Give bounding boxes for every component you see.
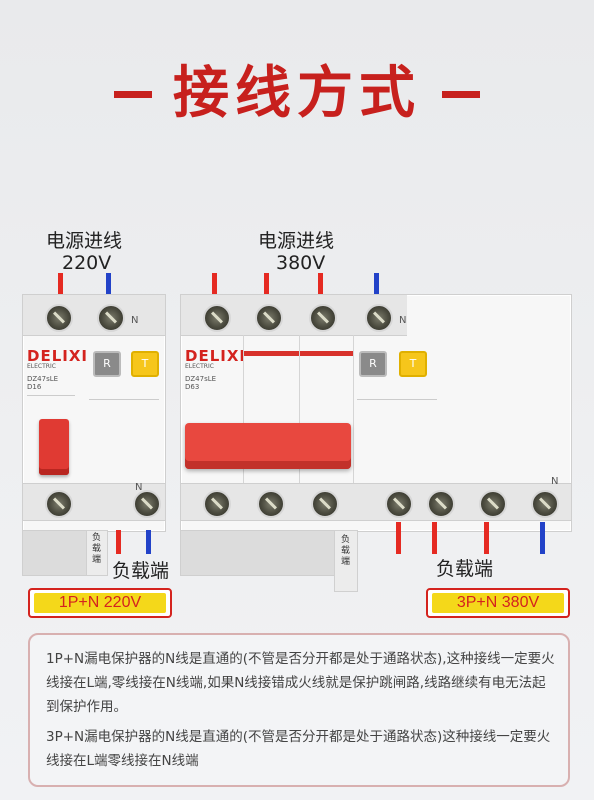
title-dash-left [114, 91, 152, 98]
right-voltage: 380V [276, 252, 326, 274]
left-bottom-n-mark: N [135, 482, 143, 493]
left-bottom-screw-l [45, 490, 73, 518]
right-top-screw-n [365, 304, 393, 332]
right-brand-sub: ELECTRIC [185, 363, 214, 370]
left-brand-logo: DELIXI [27, 347, 88, 365]
right-l2-wire-bottom [432, 522, 437, 554]
right-bottom-screw-l1 [203, 490, 231, 518]
right-load-tab: 负载端 [334, 530, 358, 592]
left-top-n-mark: N [131, 315, 139, 326]
left-neutral-wire-top [106, 273, 111, 295]
left-badge-text: 1P+N 220V [58, 594, 142, 611]
note-paragraph-2: 3P+N漏电保护器的N线是直通的(不管是否分开都是处于通路状态)这种接线一定要火… [46, 729, 551, 769]
right-bottom-screw-5 [427, 490, 455, 518]
right-pole-stripe-3 [299, 351, 353, 356]
note-paragraph-1: 1P+N漏电保护器的N线是直通的(不管是否分开都是处于通路状态),这种接线一定要… [46, 651, 555, 715]
right-bottom-screw-n [531, 490, 559, 518]
left-model: DZ47sLE [27, 375, 59, 383]
right-l3-wire-bottom [484, 522, 489, 554]
left-breaker: N DELIXI ELECTRIC DZ47sLE D16 R T N [22, 294, 166, 532]
right-l1-wire-top [212, 273, 217, 295]
right-l1-wire-bottom [396, 522, 401, 554]
page-title: 接线方式 [0, 60, 594, 130]
right-bottom-n-mark: N [551, 476, 559, 487]
right-top-screw-l3 [309, 304, 337, 332]
left-badge-fill [34, 593, 166, 613]
right-pole-divider-2 [299, 335, 300, 485]
right-top-screw-l1 [203, 304, 231, 332]
title-text: 接线方式 [173, 61, 421, 126]
right-load-base [180, 530, 336, 576]
left-live-wire-top [58, 273, 63, 295]
right-l3-wire-top [318, 273, 323, 295]
right-toggle-handle [185, 423, 351, 469]
right-input-label: 电源进线 [258, 230, 335, 252]
right-l2-wire-top [264, 273, 269, 295]
right-neutral-wire-bottom [540, 522, 545, 554]
left-brand-sub: ELECTRIC [27, 363, 56, 370]
left-top-screw-n [97, 304, 125, 332]
right-badge-text: 3P+N 380V [456, 594, 540, 611]
left-bottom-screw-n [133, 490, 161, 518]
right-load-tab-text: 负载端 [341, 535, 351, 567]
right-top-n-mark: N [399, 315, 407, 326]
left-top-screw-l [45, 304, 73, 332]
left-spec-badge: 1P+N 220V [28, 588, 172, 618]
left-load-tab: 负载端 [86, 530, 108, 576]
notes-box: 1P+N漏电保护器的N线是直通的(不管是否分开都是处于通路状态),这种接线一定要… [28, 633, 570, 787]
left-top-terminals: N [23, 295, 165, 336]
left-circuit-diagram [89, 399, 159, 450]
right-test-button: T [399, 351, 427, 377]
left-toggle-lever [39, 419, 69, 475]
left-load-tab-text: 负载端 [92, 533, 102, 565]
left-load-label: 负载端 [112, 560, 170, 582]
right-model: DZ47sLE [185, 375, 217, 383]
title-dash-right [442, 91, 480, 98]
right-pole-divider-1 [243, 335, 244, 485]
right-pole-divider-3 [353, 335, 354, 485]
left-voltage: 220V [62, 252, 112, 274]
right-pole-stripe-2 [243, 351, 299, 356]
right-top-screw-l2 [255, 304, 283, 332]
right-top-terminals: N [181, 295, 407, 336]
right-bottom-terminals: N [181, 476, 571, 521]
right-circuit-diagram [357, 399, 437, 450]
right-neutral-wire-top [374, 273, 379, 295]
right-bottom-screw-4 [385, 490, 413, 518]
left-load-base [22, 530, 88, 576]
right-rating: D63 [185, 383, 200, 391]
right-bottom-screw-l2 [257, 490, 285, 518]
right-brand-logo: DELIXI [185, 347, 246, 365]
left-test-button: T [131, 351, 159, 377]
left-input-label: 电源进线 [46, 230, 123, 252]
left-live-wire-bottom [116, 530, 121, 554]
left-neutral-wire-bottom [146, 530, 151, 554]
right-breaker: N DELIXI ELECTRIC DZ47sLE D63 R T N [180, 294, 572, 532]
right-badge-fill [432, 593, 564, 613]
right-spec-badge: 3P+N 380V [426, 588, 570, 618]
right-bottom-screw-l3 [311, 490, 339, 518]
right-reset-button: R [359, 351, 387, 377]
left-rating: D16 [27, 383, 42, 391]
right-bottom-screw-6 [479, 490, 507, 518]
left-bottom-terminals: N [23, 482, 165, 521]
left-reset-button: R [93, 351, 121, 377]
right-load-label: 负载端 [436, 558, 494, 580]
left-spec-lines [27, 395, 75, 426]
